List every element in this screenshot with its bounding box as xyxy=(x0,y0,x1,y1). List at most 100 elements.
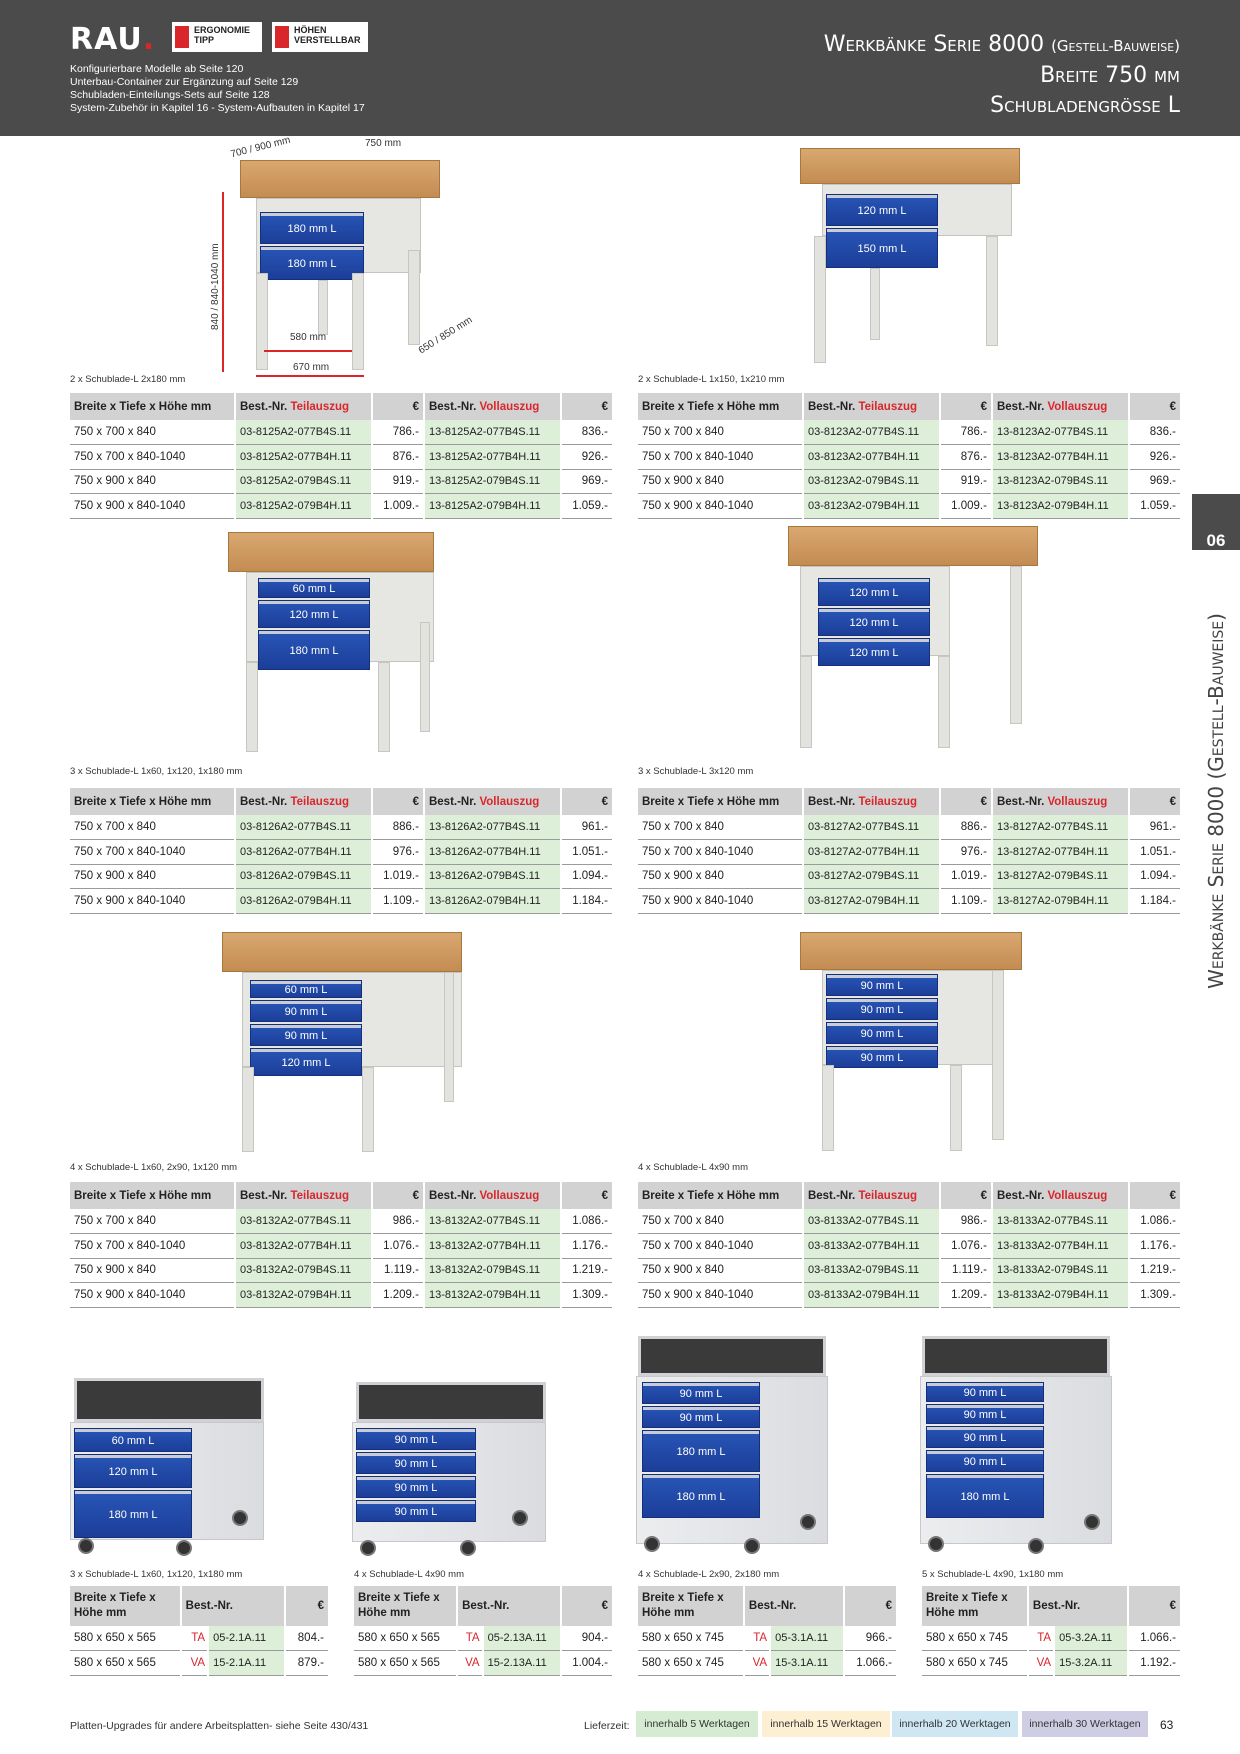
col-header-eur: € xyxy=(1129,393,1182,420)
chapter-side-title: Werkbänke Serie 8000 (Gestell-Bauweise) xyxy=(1204,613,1228,989)
dimensions-cell: 750 x 700 x 840 xyxy=(70,815,236,840)
cabinet-caption: 5 x Schublade-L 4x90, 1x180 mm xyxy=(922,1569,1064,1580)
cabinet-image-1: 60 mm L 120 mm L 180 mm L xyxy=(70,1378,266,1558)
order-number-cell: 05-2.1A.11 xyxy=(208,1626,286,1651)
col-header-best-nr: Best.-Nr. xyxy=(1027,1586,1129,1626)
bench-caption: 4 x Schublade-L 4x90 mm xyxy=(638,1162,749,1173)
price-cell: 886.- xyxy=(940,815,993,840)
price-cell: 961.- xyxy=(561,815,614,840)
price-cell: 1.192.- xyxy=(1127,1650,1183,1676)
col-header-eur: € xyxy=(561,393,614,420)
best-nr-label: Best.-Nr. xyxy=(428,795,480,808)
order-number-cell: 13-8123A2-079B4H.11 xyxy=(991,493,1131,519)
vollauszug-label: Vollauszug xyxy=(479,1189,540,1202)
price-cell: 836.- xyxy=(1129,420,1182,445)
col-header-vollauszug: Best.-Nr. Vollauszug xyxy=(991,393,1131,420)
best-nr-label: Best.-Nr. xyxy=(239,795,291,808)
bench-image-3: 60 mm L 120 mm L 180 mm L xyxy=(228,532,438,752)
best-nr-label: Best.-Nr. xyxy=(428,1189,480,1202)
col-header-teilauszug: Best.-Nr. Teilauszug xyxy=(802,393,942,420)
col-header-eur: € xyxy=(843,1586,899,1626)
price-cell: 904.- xyxy=(561,1626,614,1651)
type-cell: VA xyxy=(743,1650,772,1676)
price-cell: 1.076.- xyxy=(940,1233,993,1259)
price-cell: 1.219.- xyxy=(1129,1258,1182,1283)
price-cell: 1.009.- xyxy=(372,493,425,519)
col-header-teilauszug: Best.-Nr. Teilauszug xyxy=(234,788,374,815)
order-number-cell: 03-8132A2-077B4S.11 xyxy=(234,1209,374,1234)
drawer: 180 mm L xyxy=(260,212,364,244)
col-header-dimensions: Breite x Tiefe x Höhe mm xyxy=(70,393,236,420)
vollauszug-label: Vollauszug xyxy=(1047,400,1108,413)
price-cell: 1.051.- xyxy=(1129,839,1182,865)
order-number-cell: 03-8133A2-079B4S.11 xyxy=(802,1258,942,1283)
order-number-cell: 03-8127A2-077B4H.11 xyxy=(802,839,942,865)
col-header-dimensions: Breite x Tiefe x Höhe mm xyxy=(70,788,236,815)
drawer: 90 mm L xyxy=(356,1428,476,1450)
order-number-cell: 03-8123A2-077B4S.11 xyxy=(802,420,942,445)
price-cell: 786.- xyxy=(372,420,425,445)
chapter-tab: 06 xyxy=(1192,494,1240,550)
order-number-cell: 13-8132A2-079B4H.11 xyxy=(423,1282,563,1308)
teilauszug-label: Teilauszug xyxy=(858,1189,918,1202)
best-nr-label: Best.-Nr. xyxy=(807,795,859,808)
drawer: 120 mm L xyxy=(826,194,938,226)
drawer: 90 mm L xyxy=(926,1404,1044,1424)
order-number-cell: 03-8127A2-079B4H.11 xyxy=(802,888,942,914)
order-number-cell: 03-8132A2-079B4S.11 xyxy=(234,1258,374,1283)
dimensions-cell: 750 x 900 x 840-1040 xyxy=(638,888,804,914)
price-cell: 1.094.- xyxy=(1129,864,1182,889)
drawer: 180 mm L xyxy=(642,1474,760,1518)
col-header-teilauszug: Best.-Nr. Teilauszug xyxy=(802,788,942,815)
order-number-cell: 03-8123A2-079B4H.11 xyxy=(802,493,942,519)
note-line: Unterbau-Container zur Ergänzung auf Sei… xyxy=(70,76,299,88)
col-header-vollauszug: Best.-Nr. Vollauszug xyxy=(423,1182,563,1209)
col-header-eur: € xyxy=(561,1586,614,1626)
price-cell: 1.019.- xyxy=(940,864,993,889)
dimensions-cell: 750 x 700 x 840 xyxy=(638,815,804,840)
order-number-cell: 03-8125A2-079B4S.11 xyxy=(234,469,374,494)
price-cell: 1.076.- xyxy=(372,1233,425,1259)
price-cell: 1.209.- xyxy=(940,1282,993,1308)
price-cell: 1.051.- xyxy=(561,839,614,865)
note-line: System-Zubehör in Kapitel 16 - System-Au… xyxy=(70,102,365,114)
header-notes: Konfigurierbare Modelle ab Seite 120 Unt… xyxy=(70,63,365,115)
price-cell: 876.- xyxy=(372,444,425,470)
drawer: 180 mm L xyxy=(642,1430,760,1472)
dimensions-cell: 750 x 700 x 840 xyxy=(70,1209,236,1234)
order-number-cell: 03-8132A2-077B4H.11 xyxy=(234,1233,374,1259)
drawer: 90 mm L xyxy=(250,1024,362,1046)
price-cell: 919.- xyxy=(940,469,993,494)
order-number-cell: 13-8133A2-077B4H.11 xyxy=(991,1233,1131,1259)
bench-image-5: 60 mm L 90 mm L 90 mm L 120 mm L xyxy=(222,932,462,1154)
price-cell: 1.019.- xyxy=(372,864,425,889)
drawer: 90 mm L xyxy=(250,1000,362,1022)
cabinet-image-3: 90 mm L 90 mm L 180 mm L 180 mm L xyxy=(636,1336,828,1558)
order-number-cell: 13-8126A2-079B4S.11 xyxy=(423,864,563,889)
order-number-cell: 13-8132A2-077B4S.11 xyxy=(423,1209,563,1234)
order-number-cell: 03-8123A2-077B4H.11 xyxy=(802,444,942,470)
width-dimension: 750 mm xyxy=(365,138,402,149)
dimensions-cell: 750 x 900 x 840 xyxy=(70,1258,236,1283)
drawer: 180 mm L xyxy=(926,1474,1044,1518)
price-cell: 926.- xyxy=(1129,444,1182,470)
col-header-eur: € xyxy=(561,1182,614,1209)
price-cell: 1.184.- xyxy=(1129,888,1182,914)
price-cell: 1.086.- xyxy=(1129,1209,1182,1234)
delivery-chip-20: innerhalb 20 Werktagen xyxy=(892,1711,1018,1737)
price-cell: 1.119.- xyxy=(372,1258,425,1283)
dimensions-cell: 750 x 700 x 840 xyxy=(638,1209,804,1234)
page-title: Werkbänke Serie 8000 (Gestell-Bauweise) … xyxy=(823,32,1180,118)
col-header-best-nr: Best.-Nr. xyxy=(743,1586,845,1626)
